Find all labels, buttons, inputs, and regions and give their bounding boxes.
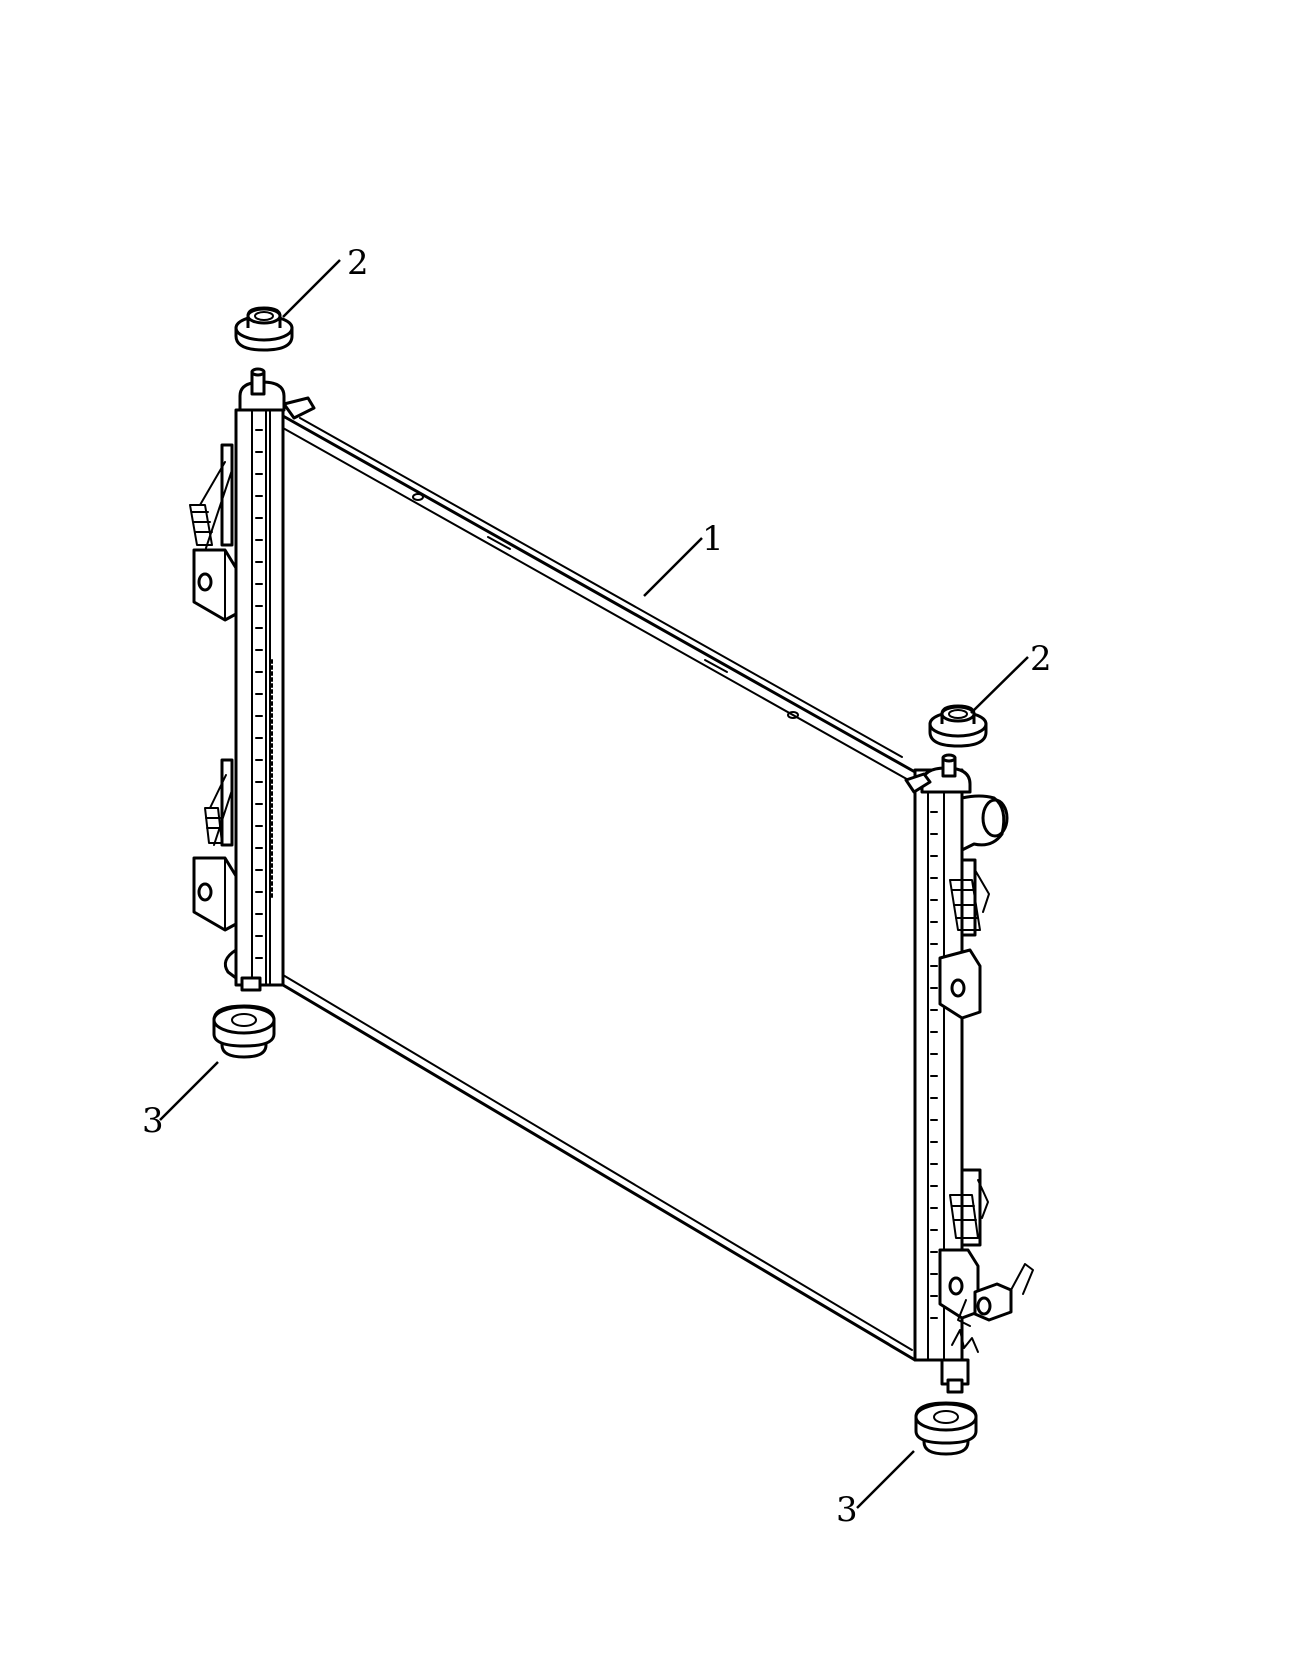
left-lower-bracket: [192, 856, 238, 932]
leader-line-1: [643, 537, 703, 597]
upper-mount-left: [234, 306, 294, 352]
lower-mount-right: [914, 1401, 978, 1456]
leader-line-2-right: [970, 656, 1029, 714]
callout-3-left: 3: [142, 1101, 164, 1141]
leader-line-2-left: [282, 259, 341, 318]
right-upper-clip: [949, 858, 990, 937]
upper-mount-right: [928, 704, 988, 748]
callout-1: 1: [702, 519, 724, 559]
drain-plug: [957, 1263, 1034, 1327]
lower-mount-left: [212, 1004, 276, 1059]
left-header-tank: [223, 367, 316, 992]
right-lower-clip: [949, 1168, 989, 1247]
left-upper-bracket: [192, 548, 238, 622]
callout-2-right: 2: [1030, 639, 1052, 679]
left-upper-clip: [189, 443, 234, 549]
radiator: [189, 367, 1034, 1394]
callout-2-left: 2: [347, 243, 369, 283]
left-lower-clip: [204, 758, 234, 847]
callout-3-right: 3: [836, 1490, 858, 1530]
right-header-tank: [904, 753, 1009, 1394]
radiator-core: [281, 414, 917, 1362]
right-lower-bracket: [938, 1248, 980, 1320]
right-upper-bracket: [938, 948, 982, 1020]
leader-line-3-left: [159, 1061, 219, 1121]
leader-line-3-right: [856, 1450, 915, 1509]
